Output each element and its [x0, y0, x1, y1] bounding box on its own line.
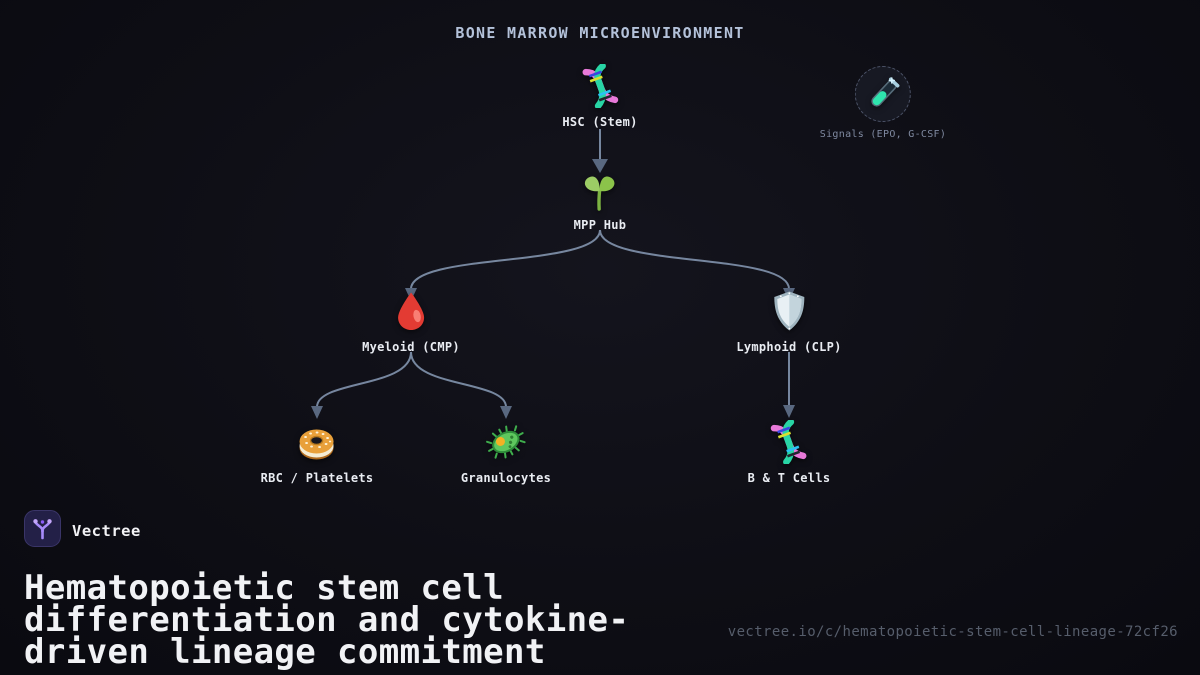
node-label: MPP Hub: [573, 218, 627, 232]
brand-name: Vectree: [72, 521, 141, 540]
node-label: Lymphoid (CLP): [736, 340, 842, 354]
edge-mpp-lymphoid: [599, 229, 790, 290]
edge-myeloid-rbc: [316, 351, 412, 408]
shield-icon: [767, 289, 811, 333]
node-signals[interactable]: Signals (EPO, G-CSF): [820, 66, 946, 140]
node-granulocytes[interactable]: Granulocytes: [461, 420, 551, 485]
bagel-icon: [295, 420, 339, 464]
heading-line: Hematopoietic stem cell: [24, 567, 505, 608]
node-mpp[interactable]: MPP Hub: [574, 167, 627, 232]
edge-mpp-myeloid: [410, 229, 601, 290]
node-lymphoid[interactable]: Lymphoid (CLP): [736, 289, 841, 354]
arrowhead: [311, 406, 323, 419]
poster-heading: Hematopoietic stem cell differentiation …: [24, 567, 630, 672]
heading-line: driven lineage commitment: [24, 631, 546, 672]
heading-line: differentiation and cytokine-: [24, 599, 630, 640]
node-label: RBC / Platelets: [260, 471, 374, 485]
share-url[interactable]: vectree.io/c/hematopoietic-stem-cell-lin…: [727, 624, 1178, 640]
brand[interactable]: Vectree: [24, 510, 141, 551]
test-tube-icon: [861, 72, 905, 116]
node-label: Myeloid (CMP): [362, 340, 460, 354]
arrowhead: [592, 159, 608, 173]
node-label: Signals (EPO, G-CSF): [819, 129, 947, 140]
diagram-title: BONE MARROW MICROENVIRONMENT: [455, 24, 745, 42]
microbe-icon: [484, 420, 528, 464]
node-myeloid[interactable]: Myeloid (CMP): [362, 289, 460, 354]
arrowhead: [783, 405, 795, 418]
node-hsc[interactable]: HSC (Stem): [562, 64, 637, 129]
dna-icon: [578, 64, 622, 108]
edge-myeloid-granulocytes: [410, 351, 507, 408]
seedling-icon: [578, 167, 622, 211]
signals-badge: [854, 66, 911, 122]
node-label: HSC (Stem): [562, 115, 638, 129]
node-bt-cells[interactable]: B & T Cells: [748, 420, 831, 485]
blood-drop-icon: [389, 289, 433, 333]
dna-icon: [767, 420, 811, 464]
vectree-logo-icon: [24, 510, 61, 551]
arrowhead: [500, 406, 512, 419]
node-label: B & T Cells: [747, 471, 831, 485]
node-label: Granulocytes: [460, 471, 552, 485]
node-rbc[interactable]: RBC / Platelets: [261, 420, 374, 485]
